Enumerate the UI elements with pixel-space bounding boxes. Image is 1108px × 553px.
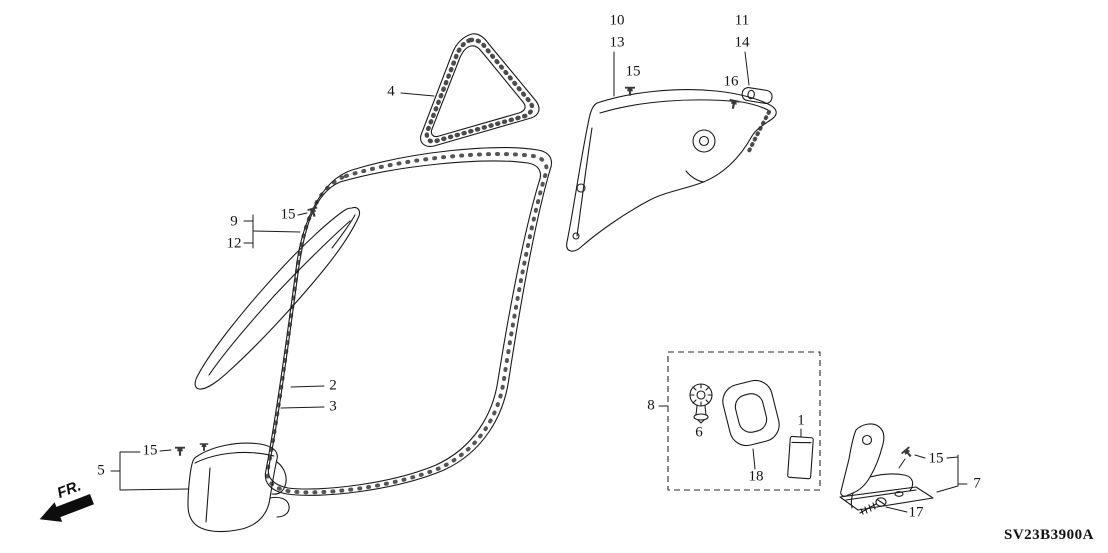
callout-8: 8 [647,397,655,414]
part-cowl-side-trim [187,442,290,533]
callout-17: 17 [908,504,924,521]
callout-15-d: 15 [928,450,944,467]
callout-4: 4 [387,83,395,100]
part-trim-strip [787,435,814,480]
part-quarter-pillar-garnish [566,89,777,252]
clip-icon [727,98,740,110]
callout-15-c: 15 [142,442,158,459]
part-front-pillar-garnish [194,206,361,390]
callout-18: 18 [748,468,764,485]
callout-10: 10 [609,12,625,29]
drawing-code: SV23B3900A [1003,527,1094,543]
callout-16: 16 [723,73,739,90]
clip-icon [199,443,209,451]
callout-6: 6 [695,424,703,441]
callout-3: 3 [329,398,337,415]
clip-icon [175,446,185,456]
callout-1: 1 [797,412,805,429]
callout-11: 11 [734,12,750,29]
part-quarter-window-seal [420,33,540,147]
arrow-icon [39,494,94,522]
callout-15-b: 15 [280,206,296,223]
part-grommet [689,383,713,424]
part-door-opening-seals [264,147,553,496]
leader-lines [110,51,968,513]
callout-14: 14 [734,34,750,51]
callout-13: 13 [609,34,625,51]
part-rear-pillar-bracket [839,423,934,511]
callout-9: 9 [230,213,238,230]
group-box [667,351,821,491]
part-garnish-cap [741,87,773,104]
callout-7: 7 [973,475,981,492]
clip-icon [901,446,915,460]
callout-2: 2 [329,377,337,394]
part-screw [859,497,887,515]
callout-15-a: 15 [625,63,641,80]
part-gasket [722,379,780,447]
callout-12: 12 [226,235,242,252]
callout-5: 5 [97,462,105,479]
fr-direction-arrow: FR. [39,477,94,522]
